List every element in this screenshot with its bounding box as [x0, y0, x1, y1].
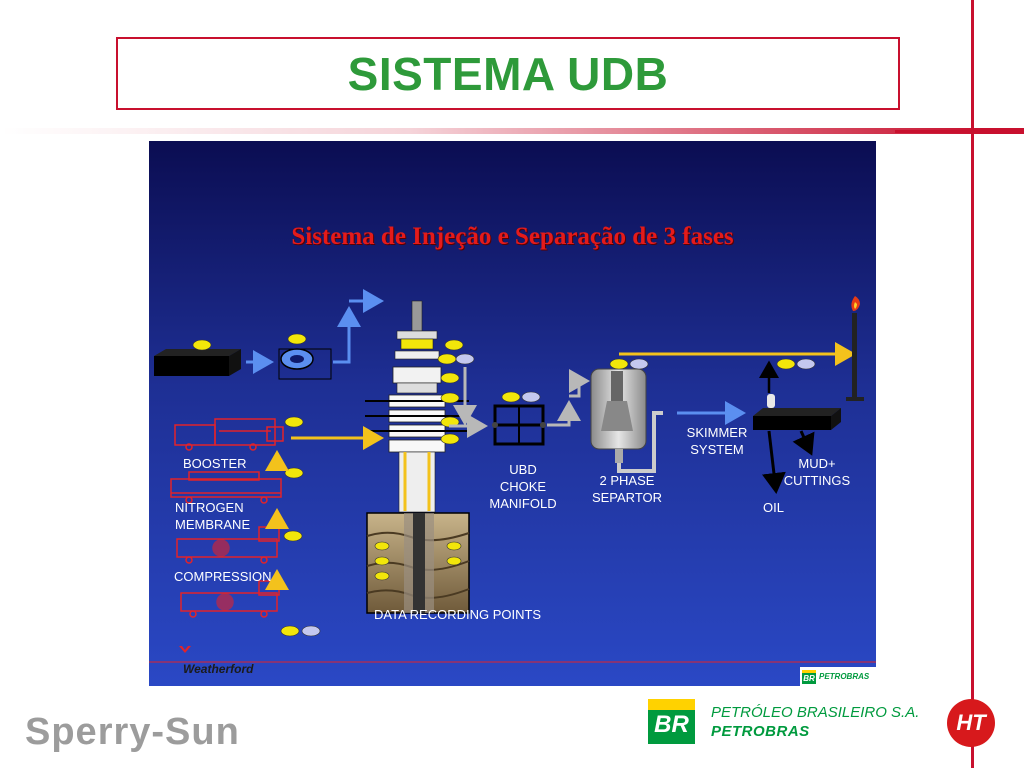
- compression-unit-a: [176, 526, 280, 564]
- weatherford-logo: Weatherford: [183, 662, 254, 676]
- sperry-sun-logo: Sperry-Sun: [25, 711, 240, 753]
- separator-tank: [590, 368, 663, 473]
- petrobras-small-text: PETROBRAS: [819, 672, 870, 681]
- ht-logo: HT: [947, 699, 995, 747]
- flow-meter: [278, 348, 332, 380]
- indicator-dot: [287, 333, 307, 345]
- indicator-dot: [796, 358, 816, 370]
- indicator-dot: [609, 358, 629, 370]
- indicator-dot: [776, 358, 796, 370]
- oil-arrow: [761, 430, 786, 494]
- indicator-dot: [374, 571, 390, 581]
- compressor-unit: [154, 349, 241, 376]
- indicator-dot: [284, 467, 304, 479]
- indicator-dot: [374, 541, 390, 551]
- label-ubd-choke-manifold: UBD CHOKE MANIFOLD: [489, 462, 557, 511]
- red-vertical-rule: [971, 0, 974, 768]
- label-mud-cuttings: MUD+ CUTTINGS: [783, 456, 851, 488]
- diagram-panel: Sistema de Injeção e Separação de 3 fase…: [149, 141, 876, 686]
- indicator-dot: [446, 541, 462, 551]
- label-oil: OIL: [763, 500, 784, 515]
- indicator-dot: [440, 433, 460, 445]
- flow-arrow: [333, 306, 361, 364]
- skimmer-tank: [753, 394, 841, 430]
- nitrogen-membrane-unit: [170, 471, 282, 504]
- process-diagram: [149, 289, 876, 663]
- red-horizontal-rule-accent: [895, 130, 1024, 133]
- indicator-dot: [192, 339, 212, 351]
- label-compression: COMPRESSION: [174, 569, 272, 584]
- company-line-2: PETROBRAS: [711, 723, 810, 740]
- indicator-dot: [629, 358, 649, 370]
- label-data-recording-points: DATA RECORDING POINTS: [374, 607, 542, 622]
- indicator-dot: [301, 625, 321, 637]
- booster-unit: [174, 418, 284, 451]
- return-arrow: [569, 369, 590, 398]
- petrobras-name: PETRÓLEO BRASILEIRO S.A. PETROBRAS: [711, 703, 919, 741]
- br-logo: BR: [648, 699, 695, 744]
- indicator-dot: [501, 391, 521, 403]
- choke-manifold: [492, 404, 546, 446]
- indicator-dot: [437, 353, 457, 365]
- indicator-dot: [283, 530, 303, 542]
- br-logo-text: BR: [654, 711, 689, 738]
- indicator-dot: [521, 391, 541, 403]
- petrobras-small-logo: BR PETROBRAS: [800, 667, 876, 686]
- compression-unit-b: [180, 580, 280, 618]
- flare-stack: [846, 296, 864, 401]
- indicator-dot: [440, 372, 460, 384]
- bop-stack: [365, 300, 469, 513]
- diagram-title: Sistema de Injeção e Separação de 3 fase…: [291, 223, 734, 250]
- label-skimmer-system: SKIMMER SYSTEM: [686, 425, 748, 457]
- return-arrow: [547, 400, 581, 427]
- slide-title-box: SISTEMA UDB: [116, 37, 900, 110]
- br-small-mark: BR: [802, 669, 816, 684]
- indicator-dot: [455, 353, 475, 365]
- weatherford-icon: [179, 646, 191, 653]
- label-booster: BOOSTER: [183, 456, 247, 471]
- indicator-dot: [284, 416, 304, 428]
- red-horizontal-rule: [0, 128, 1024, 134]
- slide-title: SISTEMA UDB: [347, 47, 669, 100]
- label-nitrogen-membrane: NITROGEN MEMBRANE: [175, 500, 251, 532]
- indicator-dot: [444, 339, 464, 351]
- indicator-dot: [440, 392, 460, 404]
- company-line-1: PETRÓLEO BRASILEIRO S.A.: [711, 704, 920, 721]
- mud-arrow: [792, 430, 815, 456]
- indicator-dot: [280, 625, 300, 637]
- label-separator: 2 PHASE SEPARTOR: [591, 473, 663, 505]
- indicator-dot: [374, 556, 390, 566]
- ground-section: [366, 512, 470, 614]
- indicator-dot: [446, 556, 462, 566]
